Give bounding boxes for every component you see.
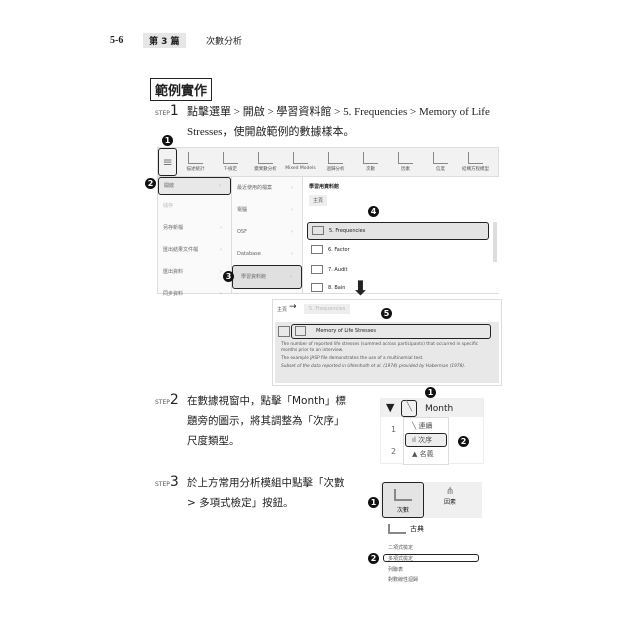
folder-icon: [311, 265, 323, 274]
open-sources: 最近使用的檔案› 電腦› OSF› Database› 學習資料館›: [231, 177, 302, 293]
menu-sync-data[interactable]: 同步資料›: [163, 291, 222, 297]
factor-icon: ⋔: [445, 486, 455, 497]
breadcrumb-home[interactable]: 主頁: [277, 307, 288, 313]
frequencies-button[interactable]: 次數: [382, 482, 424, 518]
scrollbar[interactable]: [493, 222, 497, 262]
source-database[interactable]: Database›: [237, 251, 293, 257]
chapter-title: 次數分析: [206, 37, 243, 47]
section-title: 範例實作: [150, 78, 213, 101]
step-1-label: STEP1: [155, 103, 179, 119]
table-icon: [278, 326, 290, 337]
folder-bain[interactable]: 8. Bain: [311, 283, 345, 292]
menu-save[interactable]: 儲存: [163, 203, 174, 209]
step-2-text: 在數據視窗中，點擊「Month」標題旁的圖示，將其調整為「次序」尺度類型。: [187, 395, 346, 447]
scale-type-icon[interactable]: ╲: [401, 400, 417, 417]
callout-2: 2: [458, 436, 469, 447]
library-home-button[interactable]: 主頁: [309, 195, 328, 206]
toolbar-sem[interactable]: 結構方程模型: [458, 152, 493, 172]
callout-4: 4: [368, 206, 379, 217]
hamburger-menu-icon[interactable]: ≡: [158, 148, 177, 176]
frequencies-icon: [394, 489, 412, 501]
toolbar-factor[interactable]: 因素: [388, 152, 423, 172]
menu-multinomial-test[interactable]: 多項式檢定: [383, 554, 479, 562]
toolbar-descriptives[interactable]: 描述統計: [178, 152, 213, 172]
down-arrow-icon: ⬇: [352, 276, 369, 300]
toolbar-regression[interactable]: 迴歸分析: [318, 152, 353, 172]
scale-type-dropdown: ╲ 連續 ıl 次序 ▲ 名義: [403, 417, 449, 465]
folder-factor[interactable]: 6. Factor: [311, 245, 350, 254]
callout-1: 1: [425, 387, 436, 398]
classical-group-label: 古典: [388, 524, 424, 534]
data-view-screenshot: ▼ ╲ Month 1 2 ╲ 連續 ıl 次序 ▲ 名義: [380, 398, 484, 465]
menu-contingency-tables[interactable]: 列聯表: [388, 567, 404, 573]
menu-open[interactable]: 開啟›: [158, 177, 231, 195]
filter-icon[interactable]: ▼: [386, 401, 395, 414]
folder-frequencies[interactable]: 5. Frequencies: [307, 222, 489, 240]
file-description: The number of reported life stresses (su…: [281, 342, 479, 369]
toolbar-reliability[interactable]: 信度: [423, 152, 458, 172]
library-title: 學習用資料館: [309, 184, 340, 190]
file-menu: 開啟› 儲存 另存新檔› 匯出結果文件檔› 匯出資料› 同步資料›: [158, 177, 231, 305]
source-data-library[interactable]: 學習資料館›: [232, 265, 302, 289]
callout-3: 3: [223, 271, 234, 282]
menu-save-as[interactable]: 另存新檔›: [163, 225, 222, 231]
callout-2: 2: [368, 553, 379, 564]
step-3-text: 於上方常用分析模組中點擊「次數> 多項式檢定」按鈕。: [187, 477, 345, 509]
menu-binomial-test[interactable]: 二項式檢定: [388, 545, 414, 551]
option-nominal[interactable]: ▲ 名義: [412, 450, 434, 458]
source-computer[interactable]: 電腦›: [237, 207, 293, 213]
toolbar-frequencies[interactable]: 次數: [353, 152, 388, 172]
folder-audit[interactable]: 7. Audit: [311, 265, 347, 274]
toolbar-mixed-models[interactable]: Mixed Models: [283, 152, 318, 172]
part-badge: 第 3 篇: [143, 33, 186, 48]
source-recent[interactable]: 最近使用的檔案›: [237, 185, 293, 191]
callout-5: 5: [381, 308, 392, 319]
toolbar-ttest[interactable]: T-檢定: [213, 152, 248, 172]
menu-export-results[interactable]: 匯出結果文件檔›: [163, 247, 222, 253]
folder-icon: [311, 245, 323, 254]
data-library-panel: 學習用資料館 主頁 5. Frequencies 6. Factor 7. Au…: [302, 177, 499, 293]
option-scale[interactable]: ╲ 連續: [412, 422, 433, 430]
breadcrumb-frequencies[interactable]: 5. Frequencies: [304, 304, 351, 314]
step-1-text: 點擊選單 > 開啟 > 學習資料館 > 5. Frequencies > Mem…: [187, 106, 490, 138]
folder-icon: [311, 283, 323, 292]
folder-icon: [312, 226, 324, 235]
menu-log-linear-regression[interactable]: 對數線性迴歸: [388, 577, 419, 583]
toolbar-anova[interactable]: 變異數分析: [248, 152, 283, 172]
callout-1: 1: [368, 497, 379, 508]
option-ordinal[interactable]: ıl 次序: [405, 433, 447, 447]
file-card[interactable]: Memory of Life Stresses The number of re…: [275, 322, 499, 383]
arrow-right-icon: →: [289, 302, 297, 312]
step-2-label: STEP2: [155, 392, 179, 408]
table-icon: [295, 325, 306, 336]
callout-1: 1: [162, 135, 173, 146]
jasp-open-menu-screenshot: ≡ 描述統計 T-檢定 變異數分析 Mixed Models 迴歸分析 次數 因…: [157, 147, 499, 297]
column-header-month[interactable]: Month: [425, 404, 454, 414]
row-number: 2: [391, 447, 397, 456]
row-number: 1: [391, 425, 397, 434]
factor-button[interactable]: ⋔因素: [430, 482, 470, 516]
menu-export-data[interactable]: 匯出資料›: [163, 269, 222, 275]
frequencies-menu-screenshot: 次數 ⋔因素 古典 二項式檢定 多項式檢定 列聯表 對數線性迴歸: [380, 482, 482, 588]
file-memory-of-life-stresses[interactable]: Memory of Life Stresses: [291, 324, 491, 339]
page-number: 5-6: [110, 35, 124, 46]
callout-2: 2: [145, 178, 156, 189]
frequencies-icon: [388, 524, 406, 534]
toolbar: ≡ 描述統計 T-檢定 變異數分析 Mixed Models 迴歸分析 次數 因…: [158, 148, 498, 177]
source-osf[interactable]: OSF›: [237, 229, 293, 235]
step-3-label: STEP3: [155, 474, 179, 490]
